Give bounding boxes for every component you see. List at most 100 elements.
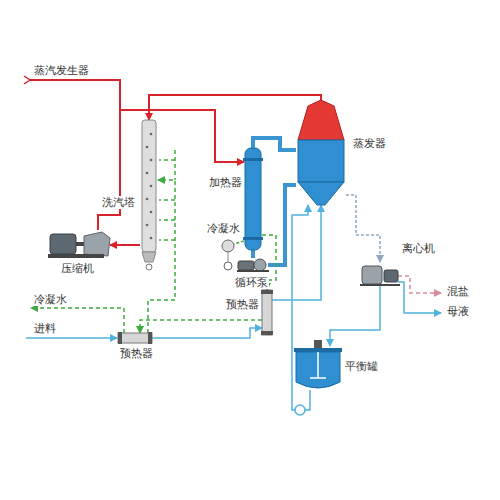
centrifuge-base — [360, 284, 400, 286]
wash-water-branches — [159, 160, 175, 240]
equipment-symbol — [238, 258, 268, 272]
stream-label: 冷凝水 — [206, 222, 241, 235]
condensate-drain-pipe — [234, 241, 244, 244]
symbol-group — [360, 266, 400, 286]
equipment-label: 压缩机 — [60, 262, 95, 275]
pipe-connector — [140, 320, 262, 333]
pipe-connector — [152, 328, 262, 338]
preheater-shell — [118, 333, 152, 343]
tray-hole — [150, 185, 153, 188]
condensate-vessel — [222, 240, 234, 252]
label-anchor: 母液 — [446, 305, 470, 318]
pipe-connector — [330, 286, 380, 346]
pipe-connector — [346, 195, 380, 262]
label-anchor: 冷凝水 — [206, 222, 241, 235]
pipe-connector — [110, 244, 140, 246]
evaporator-cone — [298, 182, 344, 205]
stream-label: 进料 — [33, 322, 57, 335]
flange — [243, 158, 263, 161]
equipment-symbol — [262, 290, 272, 335]
centrifuge: 离心机 — [362, 262, 398, 286]
stream-label: 混盐 — [446, 285, 470, 298]
feed-inlet-pipe — [26, 337, 117, 339]
equipment-symbol — [296, 346, 340, 390]
equipment-label: 洗汽塔 — [101, 196, 136, 209]
tank-shell — [296, 352, 340, 388]
agitator-motor — [314, 340, 322, 348]
tray-hole — [146, 198, 149, 201]
column-shell — [142, 120, 156, 252]
separator-dome — [298, 100, 344, 140]
symbol-group — [298, 100, 344, 205]
heater: 加热器 — [244, 148, 262, 250]
equipment-label: 蒸发器 — [352, 137, 387, 150]
evaporator-body — [298, 140, 344, 182]
skid-base — [48, 254, 104, 258]
pipe-connector — [251, 250, 255, 258]
evaporator: 蒸发器 — [296, 100, 346, 205]
centrifuge-motor — [384, 270, 398, 282]
pipe-connector — [272, 205, 321, 300]
equipment-symbol — [50, 230, 110, 258]
wash-column: 洗汽塔 — [140, 120, 158, 270]
symbol-group — [243, 148, 263, 250]
equipment-label: 离心机 — [401, 242, 436, 255]
steam-inlet-pipe — [30, 80, 120, 110]
symbol-group — [142, 120, 156, 270]
pump-volute — [254, 259, 266, 271]
equipment-symbol — [362, 262, 398, 286]
centrifuge-bowl — [362, 266, 382, 284]
pump-motor — [238, 261, 254, 270]
tray-hole — [146, 224, 149, 227]
tank-lid — [294, 348, 342, 352]
tray-hole — [146, 172, 149, 175]
label-anchor: 混盐 — [446, 285, 470, 298]
symbol-group — [237, 259, 269, 272]
pipe-connector — [253, 138, 296, 150]
equipment-label: 循环泵 — [234, 276, 269, 289]
preheater: 预热器 — [118, 333, 152, 343]
preheater: 预热器 — [262, 290, 272, 335]
vapor-compressor: 压缩机 — [50, 230, 110, 258]
compressor-casing — [84, 232, 110, 256]
equipment-symbol — [140, 120, 158, 270]
heater-shell — [245, 148, 261, 250]
pipe-connector — [149, 95, 321, 120]
end-cap — [148, 332, 152, 344]
vessel-leg — [228, 252, 229, 262]
tray-hole — [150, 159, 153, 162]
flange — [243, 237, 263, 240]
stream-label: 蒸汽发生器 — [33, 64, 90, 77]
wash-water-pipe — [174, 150, 176, 180]
drive-shaft — [76, 242, 84, 246]
symbol-group — [118, 332, 152, 344]
equipment-label: 预热器 — [225, 298, 260, 311]
tray-hole — [146, 146, 149, 149]
preheater-shell — [262, 290, 272, 335]
pump-base — [237, 270, 269, 272]
end-cap — [261, 331, 273, 335]
circulation-pump: 循环泵 — [238, 258, 268, 272]
balance-tank: 平衡罐 — [296, 346, 340, 390]
condensate-pump — [224, 262, 232, 270]
drain-valve — [146, 264, 152, 270]
equipment-symbol — [296, 100, 346, 205]
column-cone — [142, 252, 156, 262]
end-cap — [118, 332, 122, 344]
stream-label: 母液 — [446, 305, 470, 318]
pipe-connector — [98, 110, 244, 230]
label-anchor: 进料 — [33, 322, 57, 335]
mother-liquor-pipe — [398, 282, 441, 313]
motor-body — [50, 234, 76, 254]
tray-hole — [150, 237, 153, 240]
transfer-pump — [295, 405, 305, 415]
equipment-symbol — [244, 148, 262, 250]
tray-hole — [150, 133, 153, 136]
label-anchor: 蒸汽发生器 — [33, 64, 90, 77]
symbol-group — [48, 232, 110, 258]
symbol-group — [294, 340, 342, 388]
agitator-blade — [310, 352, 326, 378]
stream-label: 冷凝水 — [33, 293, 68, 306]
equipment-symbol — [118, 333, 152, 343]
